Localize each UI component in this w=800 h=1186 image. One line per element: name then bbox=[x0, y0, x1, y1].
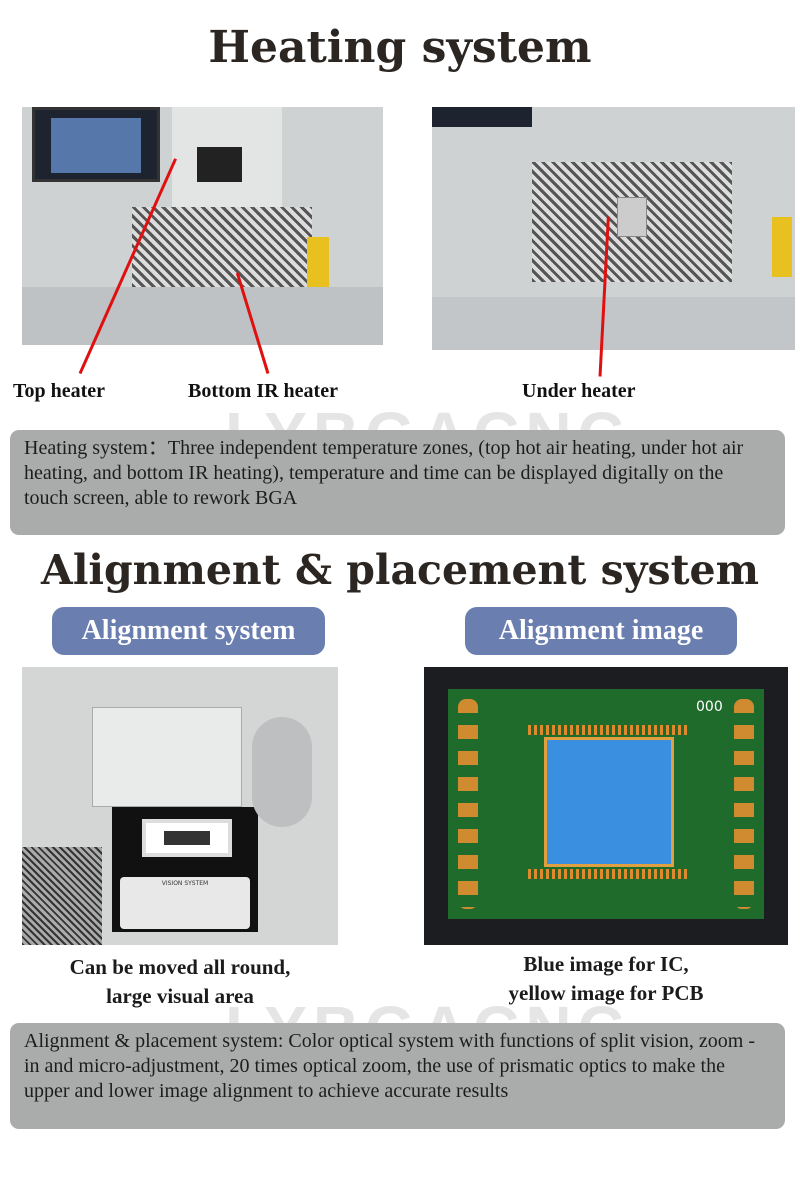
screen-readout: 000 bbox=[696, 699, 723, 715]
alignment-image-screen: 000 bbox=[424, 667, 788, 945]
caption-line: Blue image for IC, bbox=[523, 952, 689, 976]
alignment-system-photo: VISION SYSTEM bbox=[22, 667, 338, 945]
caption-alignment-system: Can be moved all round, large visual are… bbox=[22, 953, 338, 1011]
monitor bbox=[32, 107, 160, 182]
caption-line: Can be moved all round, bbox=[69, 955, 291, 979]
alignment-description: Alignment & placement system: Color opti… bbox=[10, 1023, 785, 1129]
caption-line: yellow image for PCB bbox=[508, 981, 704, 1005]
label-bottom-ir-heater: Bottom IR heater bbox=[188, 380, 338, 402]
heating-description: Heating system：Three independent tempera… bbox=[10, 430, 785, 535]
label-top-heater: Top heater bbox=[13, 380, 106, 402]
caption-line: large visual area bbox=[106, 984, 254, 1008]
pcb-image: 000 bbox=[448, 689, 764, 919]
heating-photo-under bbox=[432, 107, 795, 350]
heating-photo-top-bottom bbox=[22, 107, 383, 345]
pill-alignment-system: Alignment system bbox=[52, 607, 325, 655]
vision-box: VISION SYSTEM bbox=[112, 807, 258, 932]
alignment-title: Alignment & placement system bbox=[41, 546, 759, 594]
caption-alignment-image: Blue image for IC, yellow image for PCB bbox=[424, 950, 788, 1008]
heating-title: Heating system bbox=[208, 22, 592, 73]
pill-alignment-image: Alignment image bbox=[465, 607, 737, 655]
label-under-heater: Under heater bbox=[522, 380, 636, 402]
ic-chip bbox=[544, 737, 674, 867]
